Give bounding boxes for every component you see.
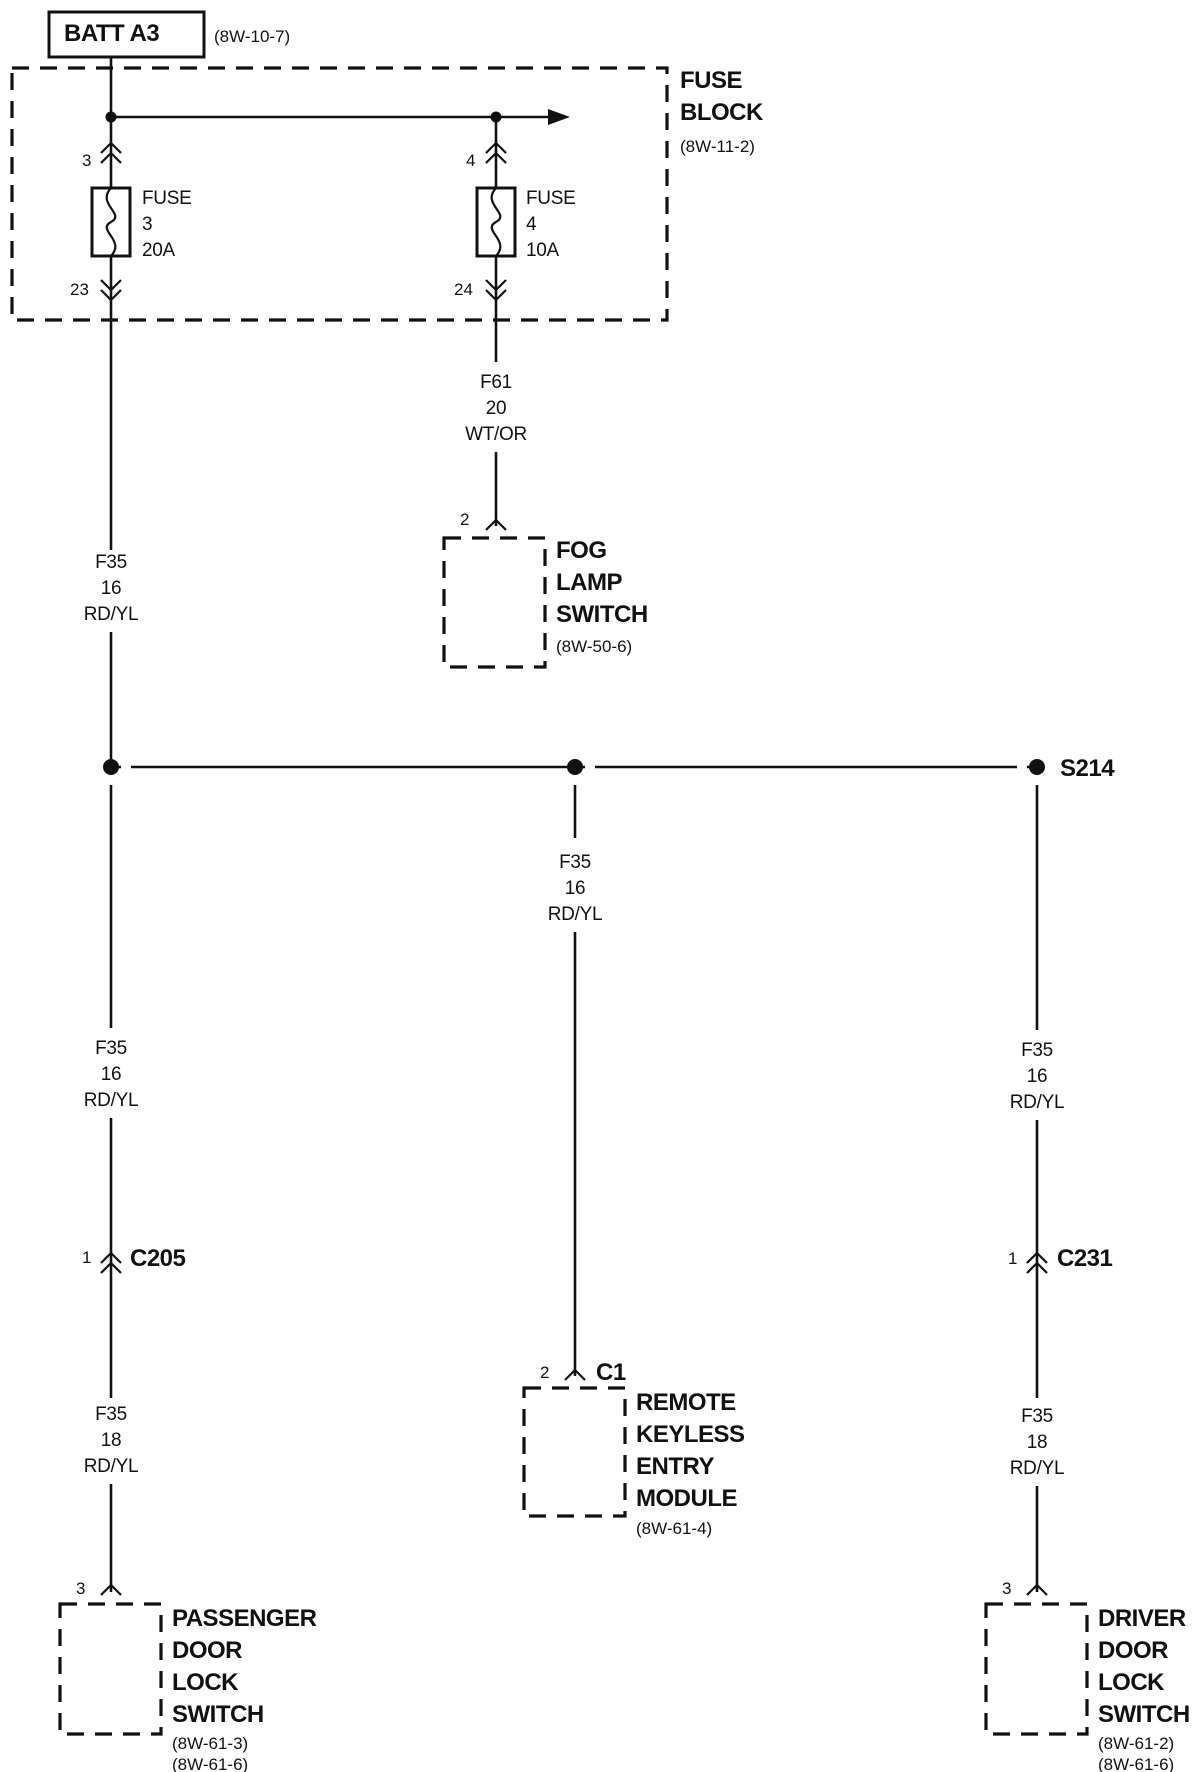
splice-gap-2 (585, 761, 595, 773)
passenger-name-4: SWITCH (172, 1701, 264, 1728)
driver-name-4: SWITCH (1098, 1701, 1190, 1728)
wire-f35-right-lower-gauge: 18 (1027, 1432, 1048, 1453)
splice-gap-1 (121, 761, 131, 773)
driver-ref-1: (8W-61-2) (1098, 1734, 1174, 1753)
passenger-switch-box (58, 1602, 163, 1736)
wire-f35-left-lower-gauge: 18 (101, 1430, 122, 1451)
fuse4-label-1: FUSE (526, 188, 575, 209)
wire-label-gap (1001, 1398, 1073, 1480)
rke-name-1: REMOTE (636, 1389, 736, 1416)
splice-right-dot (1029, 759, 1045, 775)
wire-f35-right-lower-color: RD/YL (1010, 1458, 1064, 1479)
wire-f35-left-upper-color: RD/YL (84, 1090, 138, 1111)
wire-label-gap (75, 550, 147, 632)
c205-connector (100, 1251, 122, 1274)
driver-name-1: DRIVER (1098, 1605, 1186, 1632)
wire-f35-right-lower-circuit: F35 (1021, 1406, 1053, 1427)
driver-switch-connector (1026, 1583, 1048, 1596)
rke-ref: (8W-61-4) (636, 1519, 712, 1538)
driver-name-2: DOOR (1098, 1637, 1168, 1664)
splice-left-dot (103, 759, 119, 775)
fog-switch-name-3: SWITCH (556, 601, 648, 628)
fuse4-out-pin: 24 (454, 280, 473, 299)
wire-f61-circuit: F61 (480, 372, 512, 393)
rke-connector-label: C1 (596, 1359, 626, 1386)
fuse3-out-pin: 23 (70, 280, 89, 299)
driver-switch-pin: 3 (1002, 1579, 1011, 1598)
wire-f35-right-upper-gauge: 16 (1027, 1066, 1048, 1087)
fog-switch-pin: 2 (460, 510, 469, 529)
fuse3-in-connector (100, 141, 122, 164)
fuse3-in-pin: 3 (82, 151, 91, 170)
rke-module-box (522, 1386, 627, 1518)
wire-label-gap (75, 1398, 147, 1480)
fuse-block-name-2: BLOCK (680, 99, 764, 126)
driver-switch-box (984, 1602, 1089, 1736)
fuse4-label-3: 10A (526, 240, 560, 261)
fog-switch-connector (485, 518, 507, 531)
battery-ref: (8W-10-7) (214, 27, 290, 46)
fuse4-in-connector (485, 141, 507, 164)
splice-gap-3 (1017, 761, 1027, 773)
wire-f35-top-gauge: 16 (101, 578, 122, 599)
fog-switch-name-1: FOG (556, 537, 607, 564)
rke-pin: 2 (540, 1363, 549, 1382)
driver-ref-2: (8W-61-6) (1098, 1755, 1174, 1772)
wire-f35-center-gauge: 16 (565, 878, 586, 899)
c231-connector (1026, 1251, 1048, 1274)
c231-pin: 1 (1008, 1249, 1017, 1268)
wire-f61-gauge: 20 (486, 398, 507, 419)
wire-f35-right-upper-circuit: F35 (1021, 1040, 1053, 1061)
wire-f35-center-color: RD/YL (548, 904, 602, 925)
wire-f35-top-color: RD/YL (84, 604, 138, 625)
rke-name-2: KEYLESS (636, 1421, 745, 1448)
rke-name-3: ENTRY (636, 1453, 714, 1480)
passenger-ref-1: (8W-61-3) (172, 1734, 248, 1753)
passenger-ref-2: (8W-61-6) (172, 1755, 248, 1772)
fuse3-label-3: 20A (142, 240, 176, 261)
rke-name-4: MODULE (636, 1485, 737, 1512)
wire-f61-color: WT/OR (465, 424, 527, 445)
splice-center-dot (567, 759, 583, 775)
fog-switch-box (442, 536, 547, 669)
bus-continuation-arrow (548, 109, 570, 125)
passenger-switch-connector (100, 1583, 122, 1596)
fuse3-out-connector (100, 279, 122, 302)
wire-f35-top-circuit: F35 (95, 552, 127, 573)
fuse4-element (490, 187, 502, 257)
passenger-name-1: PASSENGER (172, 1605, 317, 1632)
passenger-name-2: DOOR (172, 1637, 242, 1664)
fuse-block-ref: (8W-11-2) (680, 137, 755, 156)
wire-f35-left-upper-gauge: 16 (101, 1064, 122, 1085)
wire-f35-right-upper-color: RD/YL (1010, 1092, 1064, 1113)
wire-f35-left-upper-circuit: F35 (95, 1038, 127, 1059)
driver-name-3: LOCK (1098, 1669, 1165, 1696)
fuse-block-name-1: FUSE (680, 67, 743, 94)
fuse4-out-connector (485, 279, 507, 302)
battery-label: BATT A3 (64, 20, 159, 47)
fog-switch-name-2: LAMP (556, 569, 622, 596)
fuse3-label-2: 3 (142, 214, 152, 235)
passenger-switch-pin: 3 (76, 1579, 85, 1598)
fog-switch-ref: (8W-50-6) (556, 637, 632, 656)
fuse4-in-pin: 4 (466, 151, 475, 170)
splice-label: S214 (1060, 755, 1115, 782)
rke-connector (564, 1368, 586, 1381)
passenger-name-3: LOCK (172, 1669, 239, 1696)
fuse-block-outline (10, 66, 669, 322)
battery-box (47, 10, 206, 59)
fuse3-label-1: FUSE (142, 188, 191, 209)
c205-label: C205 (130, 1245, 186, 1272)
fuse3-element (105, 187, 117, 257)
wire-f35-left-lower-circuit: F35 (95, 1404, 127, 1425)
wire-f35-left-lower-color: RD/YL (84, 1456, 138, 1477)
wire-f35-center-circuit: F35 (559, 852, 591, 873)
fuse4-label-2: 4 (526, 214, 537, 235)
c231-label: C231 (1057, 1245, 1113, 1272)
c205-pin: 1 (82, 1248, 91, 1267)
